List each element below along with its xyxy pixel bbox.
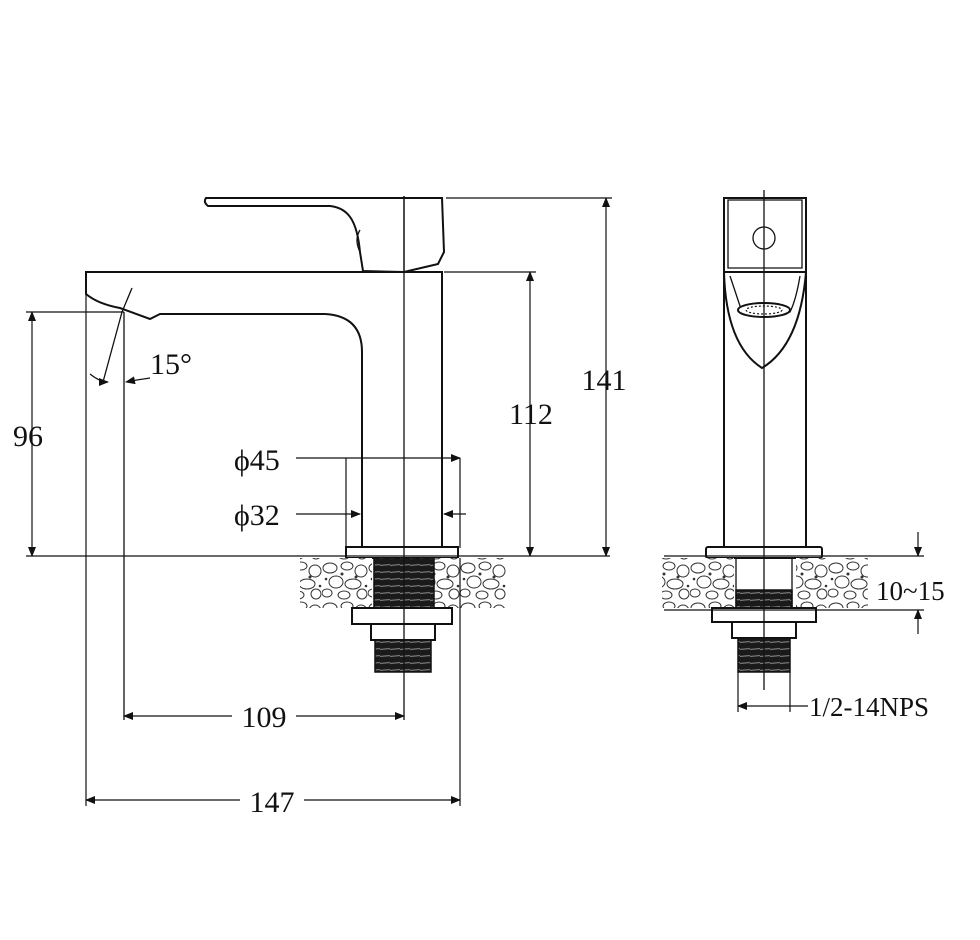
deck-thickness-label: 10~15 xyxy=(876,576,945,606)
side-handle xyxy=(723,197,807,273)
angle-15-label: 15° xyxy=(150,348,192,381)
aerator-edge xyxy=(121,287,133,313)
angle-line xyxy=(102,311,123,383)
dim-96-label: 96 xyxy=(13,420,43,453)
dim-147-mask xyxy=(240,784,304,814)
dim-109-mask xyxy=(232,700,296,730)
side-view xyxy=(662,190,868,690)
dim-phi32-label: ϕ32 xyxy=(234,499,280,532)
thread-spec-label: 1/2-14NPS xyxy=(809,692,929,722)
front-view xyxy=(85,196,506,720)
front-handle xyxy=(203,197,446,274)
front-lock-nut xyxy=(370,623,436,641)
front-spout xyxy=(85,271,443,549)
side-deck-right xyxy=(796,558,868,608)
dim-phi45-label: ϕ45 xyxy=(234,444,280,477)
dim-141-label: 141 xyxy=(582,364,627,397)
side-deck-left xyxy=(662,558,734,608)
front-deck-left xyxy=(300,558,372,608)
front-inlet-thread xyxy=(374,639,432,673)
front-washer xyxy=(351,607,453,625)
angle-arrow-right xyxy=(125,376,151,385)
dim-112-label: 112 xyxy=(509,398,553,431)
dim-147-label: 147 xyxy=(250,786,295,819)
dim-109-label: 109 xyxy=(242,701,287,734)
front-dimensions: 141 112 96 15° ϕ45 ϕ32 109 147 xyxy=(13,197,627,819)
handle-nub xyxy=(356,229,361,253)
side-handle-inner xyxy=(727,199,803,269)
side-dimensions: 10~15 1/2-14NPS xyxy=(664,532,945,722)
side-spout-profile xyxy=(723,271,807,370)
angle-arrow-left xyxy=(89,373,109,386)
front-deck-right xyxy=(434,558,506,608)
